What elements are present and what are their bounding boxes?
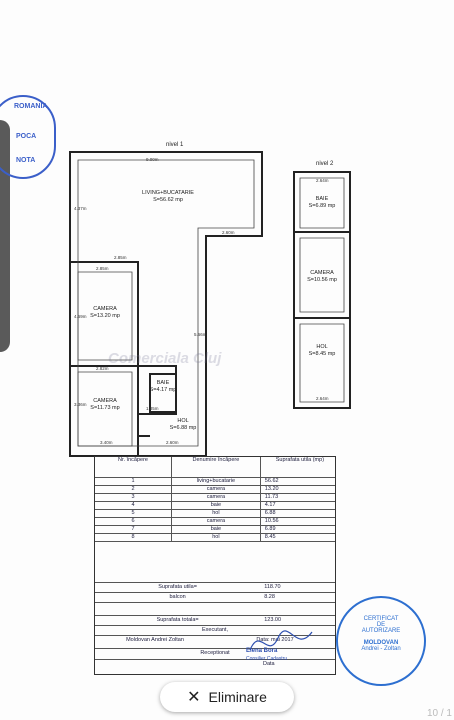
page-indicator: 10 / 1 bbox=[426, 708, 452, 719]
dimension: 2.60m bbox=[222, 230, 235, 235]
remove-button[interactable]: ✕ Eliminare bbox=[160, 682, 294, 712]
side-panel-tab[interactable] bbox=[0, 120, 10, 352]
signature: Elena Bora Consilier Cadastru bbox=[246, 620, 316, 664]
dimension: 2.85m bbox=[96, 266, 109, 271]
level-2-label: nivel 2 bbox=[316, 161, 334, 167]
executant-name-row: Moldovan Andrei Zoltan Data: mai 2017 bbox=[95, 636, 335, 649]
receptionat-row: Receptionat bbox=[95, 649, 335, 660]
dimension: 3.40m bbox=[100, 440, 113, 445]
sum-util-row: Suprafata utila= 118.70 bbox=[95, 583, 335, 593]
table-blank-area bbox=[95, 542, 335, 583]
area-table: Nr. încăpere Denumire încăpere Suprafata… bbox=[94, 456, 336, 675]
close-icon: ✕ bbox=[187, 689, 201, 706]
sum-total-row: Suprafata totala= 123.00 bbox=[95, 616, 335, 626]
dimension: 9.00m bbox=[146, 157, 159, 162]
data-row: Data bbox=[263, 661, 275, 667]
table-header: Nr. încăpere Denumire încăpere Suprafata… bbox=[95, 457, 335, 478]
authorization-stamp: CERTIFICAT DE AUTORIZARE MOLDOVAN Andrei… bbox=[336, 596, 426, 686]
dimension: 2.64m bbox=[316, 396, 329, 401]
watermark-text: Comerciala Cluj bbox=[108, 350, 222, 367]
dimension: 4.37m bbox=[74, 206, 87, 211]
dimension: 4.69m bbox=[74, 314, 87, 319]
dimension: 1.85m bbox=[146, 406, 159, 411]
dimension: 5.66m bbox=[194, 332, 207, 337]
dimension: 2.64m bbox=[316, 178, 329, 183]
dimension: 3.36m bbox=[74, 402, 87, 407]
dimension: 2.85m bbox=[114, 255, 127, 260]
balcon-row: balcon 8.28 bbox=[95, 593, 335, 603]
notary-seal: ROMANIA POCA NOTA bbox=[0, 95, 56, 179]
level-1-label: nivel 1 bbox=[166, 142, 184, 148]
remove-button-label: Eliminare bbox=[208, 689, 267, 705]
dimension: 2.60m bbox=[166, 440, 179, 445]
signature-scribble bbox=[249, 630, 313, 651]
executant-row: Executant, bbox=[95, 626, 335, 636]
dimension: 2.82m bbox=[96, 366, 109, 371]
